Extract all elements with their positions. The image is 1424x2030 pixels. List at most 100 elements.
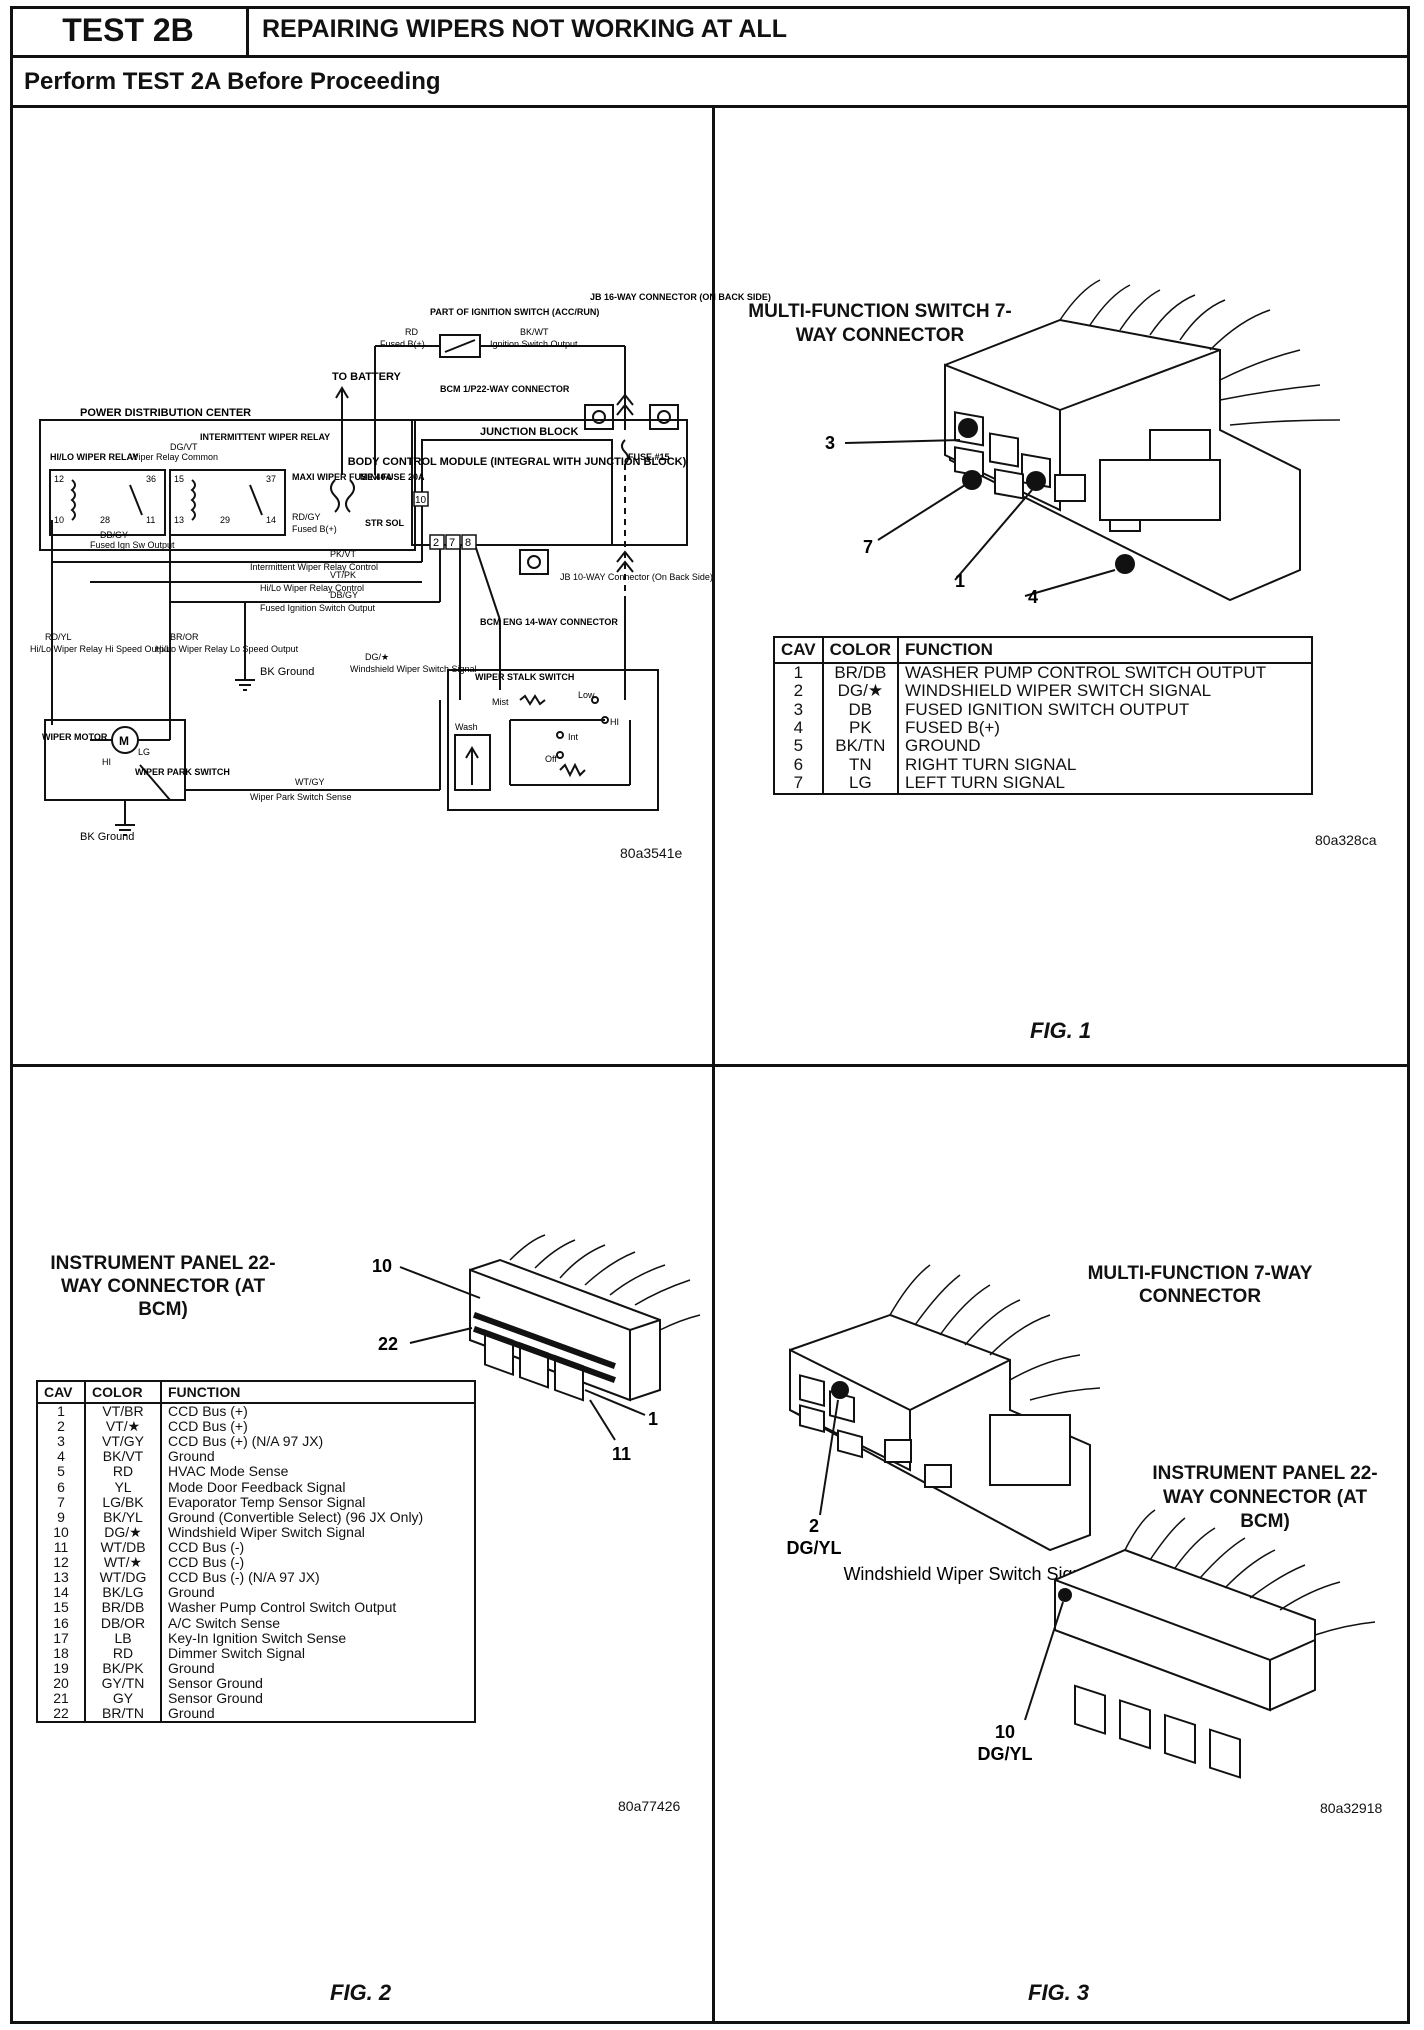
cell-function: GROUND [905,736,981,756]
cell-color: GY/TN [85,1675,162,1692]
cell-cav: 12 [37,1554,86,1571]
cell-color: LG/BK [85,1494,162,1510]
rdyl-desc: Hi/Lo Wiper Relay Hi Speed Output [30,644,172,654]
cell-color: DB/OR [85,1615,162,1631]
stalk-switch-label: WIPER STALK SWITCH [475,672,574,682]
bcm-label: BODY CONTROL MODULE (INTEGRAL WITH JUNCT… [348,456,687,468]
vtpk-desc: Hi/Lo Wiper Relay Control [260,583,364,593]
cell-color: WT/DB [85,1539,162,1556]
cell-color: RD [85,1464,162,1480]
cell-cav: 18 [37,1645,86,1661]
cell-function: CCD Bus (+) [168,1403,248,1419]
prerequisite-text: Perform TEST 2A Before Proceeding [24,68,441,95]
cell-cav: 19 [37,1660,86,1676]
cell-cav: 5 [774,737,824,756]
mini-fuse-label: MINI FUSE 20A [360,472,425,482]
fig3-code: 80a32918 [1320,1800,1383,1816]
fig2-title: INSTRUMENT PANEL 22-WAY CONNECTOR (AT BC… [50,1253,276,1320]
hilo-relay-label: HI/LO WIPER RELAY [50,452,138,462]
test-header: TEST 2B REPAIRING WIPERS NOT WORKING AT … [10,6,1410,58]
cell-function: Mode Door Feedback Signal [168,1478,346,1495]
cell-cav: 1 [774,663,824,683]
bk-ground2-label: BK Ground [80,831,134,843]
cell-color: BR/DB [822,663,900,683]
cell-color: BK/PK [85,1660,162,1676]
fig1-code: 80a328ca [1315,832,1377,848]
fused-b-label: Fused B(+) [292,524,337,534]
dbgy2-label: DB/GY [330,590,358,600]
cell-function: FUSED B(+) [905,718,1000,738]
cell-cav: 13 [37,1570,86,1586]
cell-cav: 7 [37,1494,86,1510]
maxi-fuse-symbol [330,479,340,513]
bk-ground-label: BK Ground [260,666,314,678]
fig1-col-cav: CAV [774,637,824,664]
page-frame [10,6,1410,2024]
dgvt-label: DG/VT [170,442,198,452]
fig1-callout-1: 1 [955,571,965,591]
fig3-mf-wire-bundle [889,1264,1101,1401]
cell-function: CCD Bus (+) (N/A 97 JX) [168,1433,324,1450]
wtgy-label: WT/GY [295,777,325,787]
cell-function: RIGHT TURN SIGNAL [905,754,1077,774]
cell-cav: 15 [37,1600,86,1616]
junction-block-box [411,419,688,546]
motor-hi-terminal: HI [102,757,111,767]
fig2-callout-10: 10 [372,1256,392,1276]
mist-label: Mist [492,697,509,707]
wiper-motor-box [44,719,186,801]
instrument-panel-connector-drawing: 10 22 1 11 [372,1234,701,1464]
fig1-caption: FIG. 1 [1030,1018,1092,1043]
junction-block-label: JUNCTION BLOCK [480,426,578,438]
cell-cav: 14 [37,1585,86,1601]
wiper-motor-label: WIPER MOTOR [42,732,108,742]
int-label: Int [568,732,579,742]
pin-10: 10 [415,495,427,506]
fig2-callout-1: 1 [648,1409,658,1429]
cell-color: GY [85,1690,162,1707]
dgstar-label: DG/★ [365,652,389,662]
cell-color: YL [85,1479,162,1495]
motor-lg-terminal: LG [138,747,150,757]
maxi-fuse-label: MAXI WIPER FUSE 40A [292,472,393,482]
relay-pin-12: 12 [54,474,64,484]
cell-function: Washer Pump Control Switch Output [168,1599,397,1616]
relay-pin-28: 28 [100,515,110,525]
str-sol-label: STR SOL [365,518,405,528]
cell-cav: 22 [37,1706,86,1723]
prerequisite-bar: Perform TEST 2A Before Proceeding [10,58,1410,108]
fig3-caption: FIG. 3 [1028,1980,1090,2005]
cell-color: VT/GY [85,1434,162,1450]
cell-color: PK [822,718,900,738]
cell-color: WT/★ [85,1554,162,1571]
cell-cav: 6 [37,1479,86,1495]
cell-function: Dimmer Switch Signal [168,1644,305,1661]
fig3-signal-label: Windshield Wiper Switch Signal [843,1564,1096,1584]
cell-function: Sensor Ground [168,1674,263,1691]
cell-function: CCD Bus (-) [168,1554,245,1571]
wtgy-desc: Wiper Park Switch Sense [250,792,352,802]
schematic-code: 80a3541e [620,845,683,861]
ignition-switch-label: PART OF IGNITION SWITCH (ACC/RUN) [430,307,599,317]
cell-color: WT/DG [85,1570,162,1586]
pin-8: 8 [465,537,471,549]
cell-function: Evaporator Temp Sensor Signal [168,1493,366,1510]
cell-color: BR/TN [85,1706,162,1723]
relay-pin-15: 15 [174,474,184,484]
fig2-callout-22: 22 [378,1334,398,1354]
cell-color: TN [822,755,900,775]
relay-pin-11: 11 [146,515,155,525]
relay-pin-37: 37 [266,474,276,484]
